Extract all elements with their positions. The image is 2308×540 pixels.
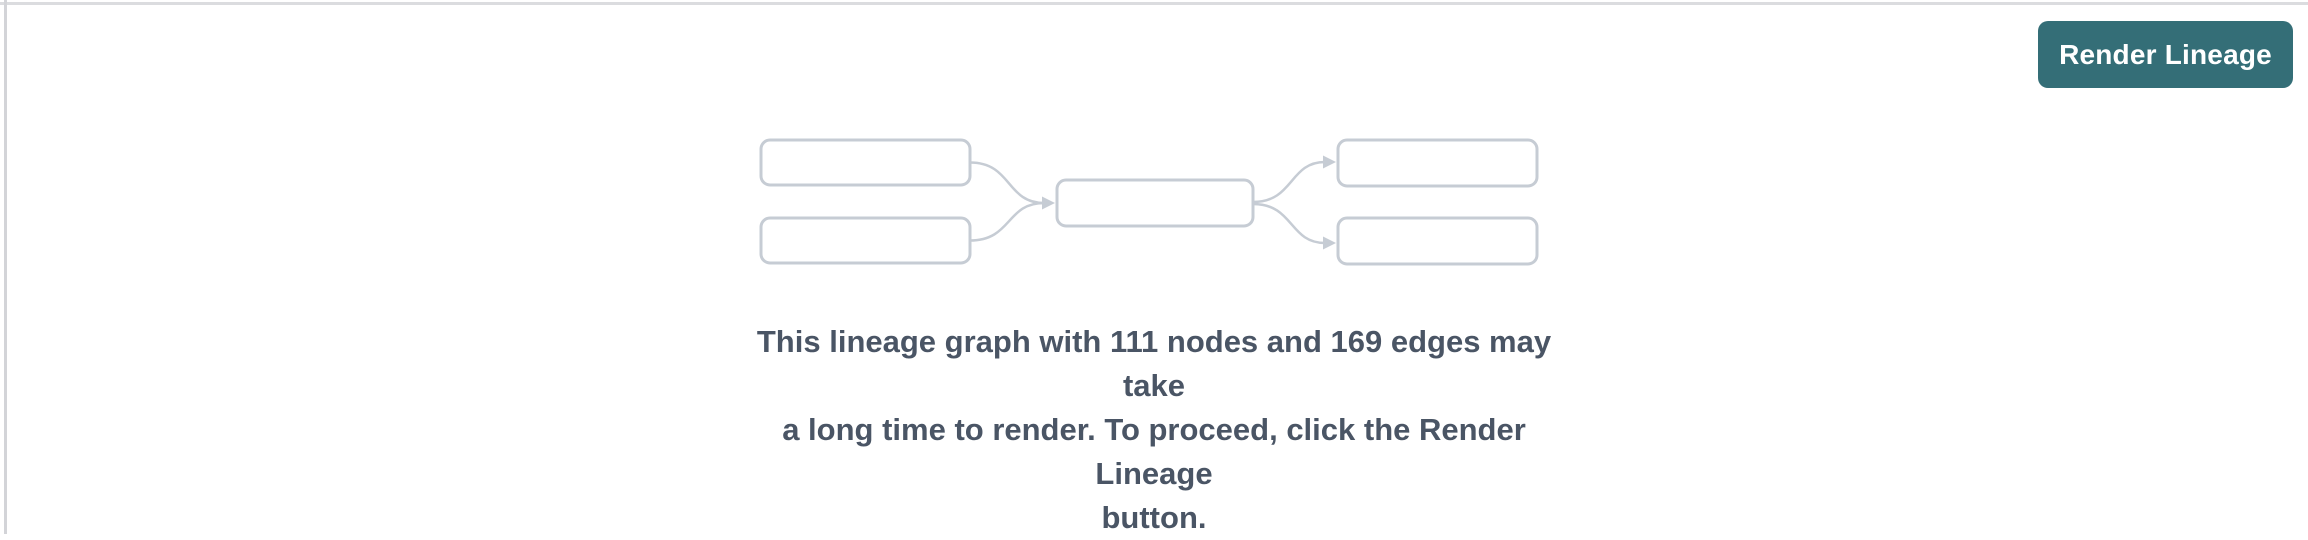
- graph-edge: [969, 201, 1045, 242]
- graph-arrowhead-icon: [1323, 236, 1336, 250]
- render-lineage-button[interactable]: Render Lineage: [2038, 21, 2293, 88]
- graph-edge: [1252, 160, 1326, 204]
- graph-node: [1336, 138, 1539, 188]
- panel-top-border: [0, 2, 2308, 5]
- lineage-graph-illustration: [759, 138, 1539, 266]
- graph-node: [1055, 178, 1255, 228]
- graph-edge: [1252, 202, 1326, 245]
- panel-left-border: [4, 0, 7, 534]
- graph-arrowhead-icon: [1042, 196, 1055, 210]
- graph-edge: [969, 161, 1045, 205]
- graph-arrowhead-icon: [1323, 155, 1336, 169]
- lineage-warning-message: This lineage graph with 111 nodes and 16…: [756, 324, 1552, 535]
- graph-node: [759, 216, 972, 265]
- graph-node: [759, 138, 972, 187]
- graph-node: [1336, 216, 1539, 266]
